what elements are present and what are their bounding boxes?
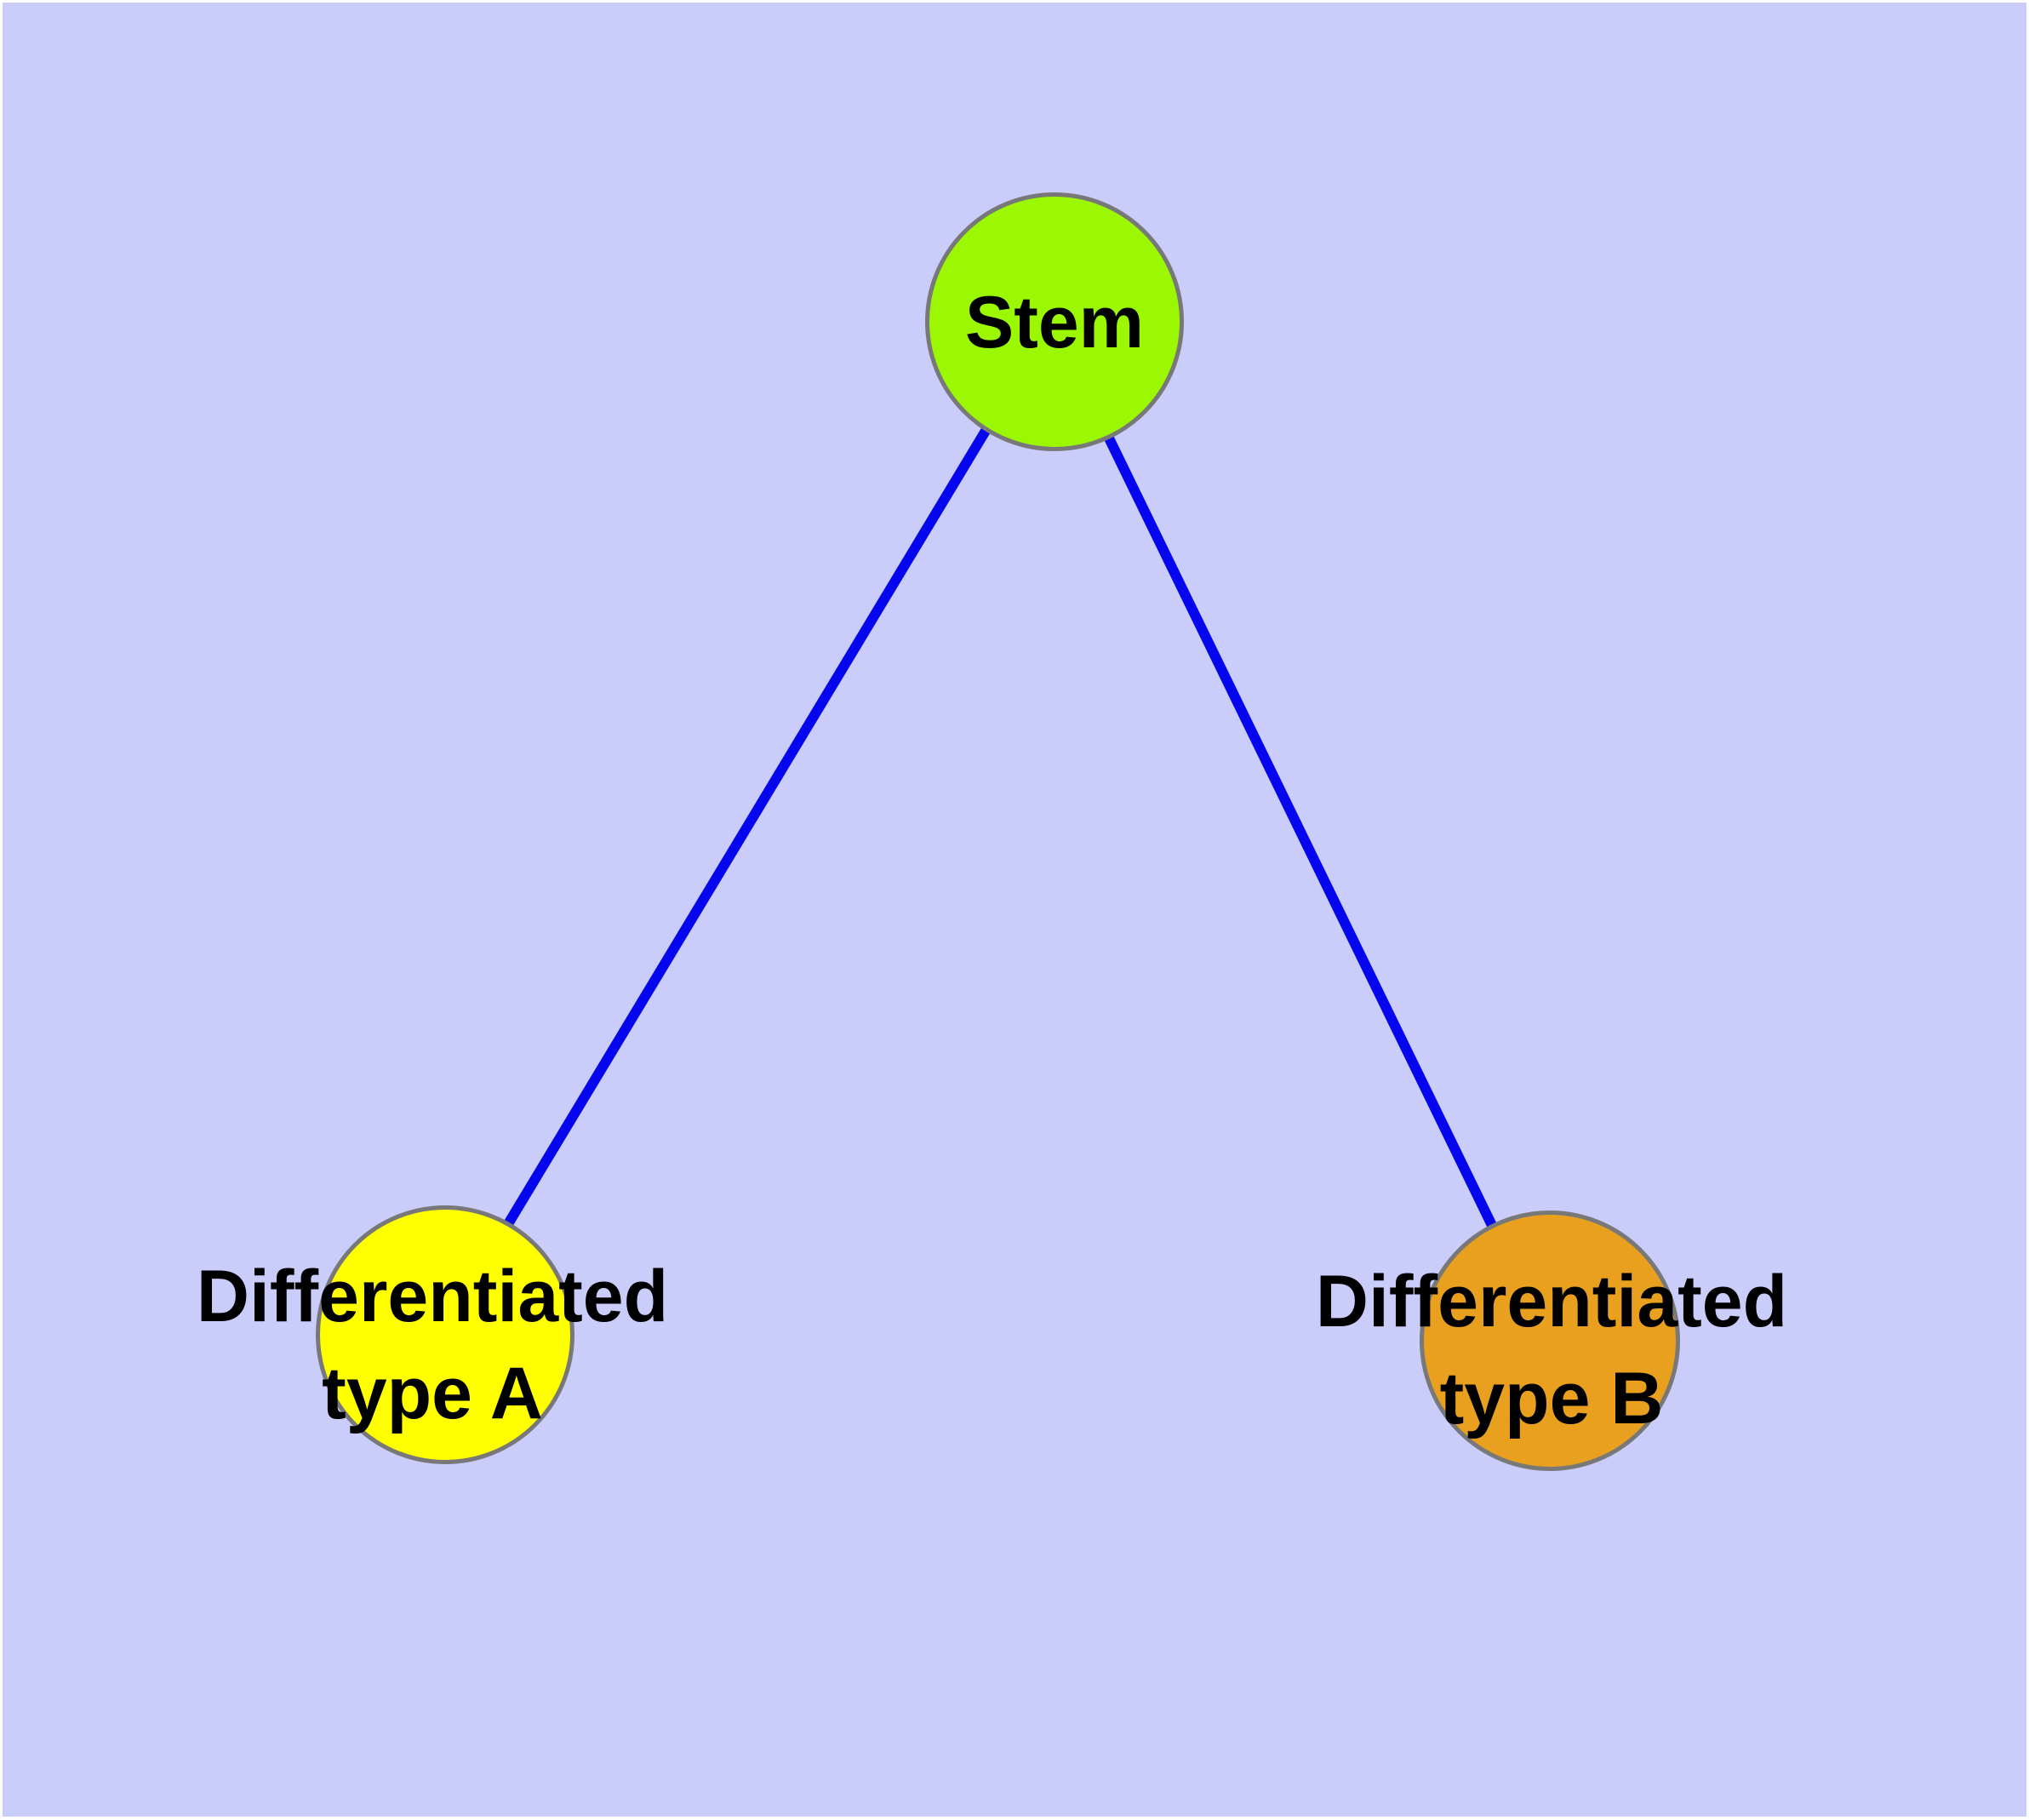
edge-stem-to-typeA: [439, 318, 1057, 1333]
node-differentiated-type-a: [316, 1205, 574, 1464]
edge-stem-to-typeB: [1047, 318, 1551, 1339]
node-differentiated-type-a-label: Differentiated type A: [197, 1248, 668, 1442]
node-stem-label: Stem: [965, 274, 1144, 371]
node-differentiated-type-b-label-line1: Differentiated: [1315, 1261, 1788, 1342]
node-stem: [925, 192, 1184, 451]
node-differentiated-type-b-label: Differentiated type B: [1316, 1253, 1787, 1447]
node-differentiated-type-a-label-line1: Differentiated: [196, 1256, 669, 1337]
node-differentiated-type-a-label-line2: type A: [322, 1353, 543, 1434]
node-differentiated-type-b: [1420, 1210, 1680, 1471]
edges-layer: [439, 318, 1551, 1339]
node-differentiated-type-b-label-line2: type B: [1439, 1358, 1664, 1439]
graph-canvas: Stem Differentiated type A Differentiate…: [3, 3, 2026, 1817]
node-stem-label-text: Stem: [964, 282, 1145, 363]
